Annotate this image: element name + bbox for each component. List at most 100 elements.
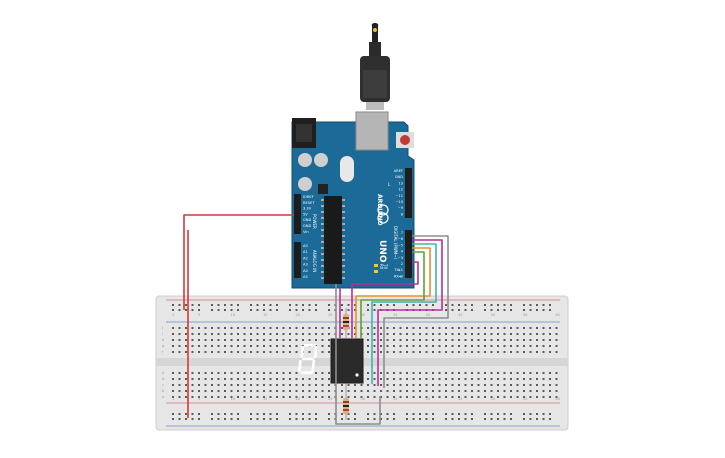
breadboard-hole[interactable] [406, 351, 408, 353]
breadboard-hole[interactable] [178, 304, 181, 306]
breadboard-hole[interactable] [484, 384, 486, 386]
breadboard-hole[interactable] [477, 339, 480, 341]
breadboard-hole[interactable] [256, 327, 259, 329]
breadboard-hole[interactable] [555, 378, 558, 380]
breadboard-hole[interactable] [178, 413, 181, 415]
breadboard-hole[interactable] [269, 396, 272, 398]
breadboard-hole[interactable] [406, 372, 408, 374]
breadboard-hole[interactable] [542, 396, 545, 398]
breadboard-hole[interactable] [276, 390, 278, 392]
breadboard-hole[interactable] [224, 351, 226, 353]
breadboard-hole[interactable] [529, 396, 532, 398]
breadboard-hole[interactable] [510, 390, 512, 392]
breadboard-hole[interactable] [542, 372, 545, 374]
breadboard-hole[interactable] [250, 418, 252, 420]
breadboard-hole[interactable] [523, 351, 525, 353]
breadboard-hole[interactable] [230, 396, 233, 398]
breadboard-hole[interactable] [393, 372, 395, 374]
breadboard-hole[interactable] [445, 309, 447, 311]
breadboard-hole[interactable] [484, 413, 486, 415]
breadboard-hole[interactable] [172, 378, 174, 380]
breadboard-hole[interactable] [432, 378, 434, 380]
breadboard-hole[interactable] [172, 304, 174, 306]
breadboard-hole[interactable] [250, 309, 252, 311]
breadboard-hole[interactable] [243, 390, 246, 392]
breadboard-hole[interactable] [178, 378, 181, 380]
breadboard-hole[interactable] [315, 378, 317, 380]
breadboard-hole[interactable] [516, 396, 519, 398]
breadboard-hole[interactable] [269, 309, 272, 311]
breadboard-hole[interactable] [464, 390, 467, 392]
breadboard-hole[interactable] [263, 333, 265, 335]
breadboard-hole[interactable] [315, 304, 317, 306]
breadboard-hole[interactable] [523, 327, 525, 329]
breadboard-hole[interactable] [425, 390, 428, 392]
breadboard-hole[interactable] [484, 345, 486, 347]
breadboard-hole[interactable] [380, 351, 382, 353]
breadboard-hole[interactable] [263, 396, 265, 398]
breadboard-hole[interactable] [217, 378, 220, 380]
breadboard-hole[interactable] [315, 333, 317, 335]
breadboard-hole[interactable] [256, 418, 259, 420]
breadboard-hole[interactable] [549, 384, 551, 386]
breadboard-hole[interactable] [321, 378, 324, 380]
breadboard-hole[interactable] [438, 378, 441, 380]
breadboard-hole[interactable] [282, 327, 285, 329]
breadboard-hole[interactable] [549, 327, 551, 329]
breadboard-hole[interactable] [276, 351, 278, 353]
breadboard-hole[interactable] [451, 309, 454, 311]
breadboard-hole[interactable] [191, 333, 194, 335]
breadboard-hole[interactable] [276, 333, 278, 335]
breadboard-hole[interactable] [451, 384, 454, 386]
breadboard-hole[interactable] [347, 390, 350, 392]
breadboard-hole[interactable] [315, 396, 317, 398]
breadboard-hole[interactable] [289, 413, 291, 415]
breadboard-hole[interactable] [432, 333, 434, 335]
breadboard-hole[interactable] [328, 339, 330, 341]
breadboard-hole[interactable] [451, 351, 454, 353]
breadboard-hole[interactable] [250, 304, 252, 306]
breadboard-hole[interactable] [412, 390, 415, 392]
breadboard-hole[interactable] [269, 378, 272, 380]
breadboard-hole[interactable] [276, 304, 278, 306]
breadboard-hole[interactable] [230, 345, 233, 347]
breadboard-hole[interactable] [380, 333, 382, 335]
breadboard-hole[interactable] [224, 345, 226, 347]
breadboard-hole[interactable] [198, 333, 200, 335]
breadboard-hole[interactable] [484, 372, 486, 374]
breadboard-hole[interactable] [198, 372, 200, 374]
breadboard-hole[interactable] [386, 345, 389, 347]
breadboard-hole[interactable] [419, 418, 421, 420]
breadboard-hole[interactable] [178, 309, 181, 311]
breadboard-hole[interactable] [185, 413, 187, 415]
breadboard-hole[interactable] [211, 339, 213, 341]
breadboard-hole[interactable] [308, 339, 311, 341]
breadboard-hole[interactable] [542, 339, 545, 341]
breadboard-hole[interactable] [198, 378, 200, 380]
breadboard-hole[interactable] [289, 378, 291, 380]
breadboard-hole[interactable] [425, 418, 428, 420]
breadboard-hole[interactable] [484, 333, 486, 335]
breadboard-hole[interactable] [458, 378, 460, 380]
breadboard-hole[interactable] [230, 333, 233, 335]
breadboard-hole[interactable] [484, 309, 486, 311]
breadboard-hole[interactable] [445, 396, 447, 398]
breadboard-hole[interactable] [464, 413, 467, 415]
breadboard-hole[interactable] [269, 384, 272, 386]
breadboard-hole[interactable] [328, 396, 330, 398]
breadboard-hole[interactable] [497, 390, 499, 392]
breadboard-hole[interactable] [503, 327, 506, 329]
breadboard-hole[interactable] [276, 327, 278, 329]
breadboard-hole[interactable] [367, 333, 369, 335]
breadboard-hole[interactable] [191, 413, 194, 415]
breadboard-hole[interactable] [178, 345, 181, 347]
breadboard-hole[interactable] [406, 413, 408, 415]
breadboard-hole[interactable] [341, 327, 343, 329]
breadboard-hole[interactable] [386, 413, 389, 415]
breadboard-hole[interactable] [302, 339, 304, 341]
breadboard-hole[interactable] [269, 413, 272, 415]
breadboard-hole[interactable] [419, 413, 421, 415]
breadboard-hole[interactable] [347, 418, 350, 420]
breadboard-hole[interactable] [367, 384, 369, 386]
breadboard-hole[interactable] [510, 351, 512, 353]
